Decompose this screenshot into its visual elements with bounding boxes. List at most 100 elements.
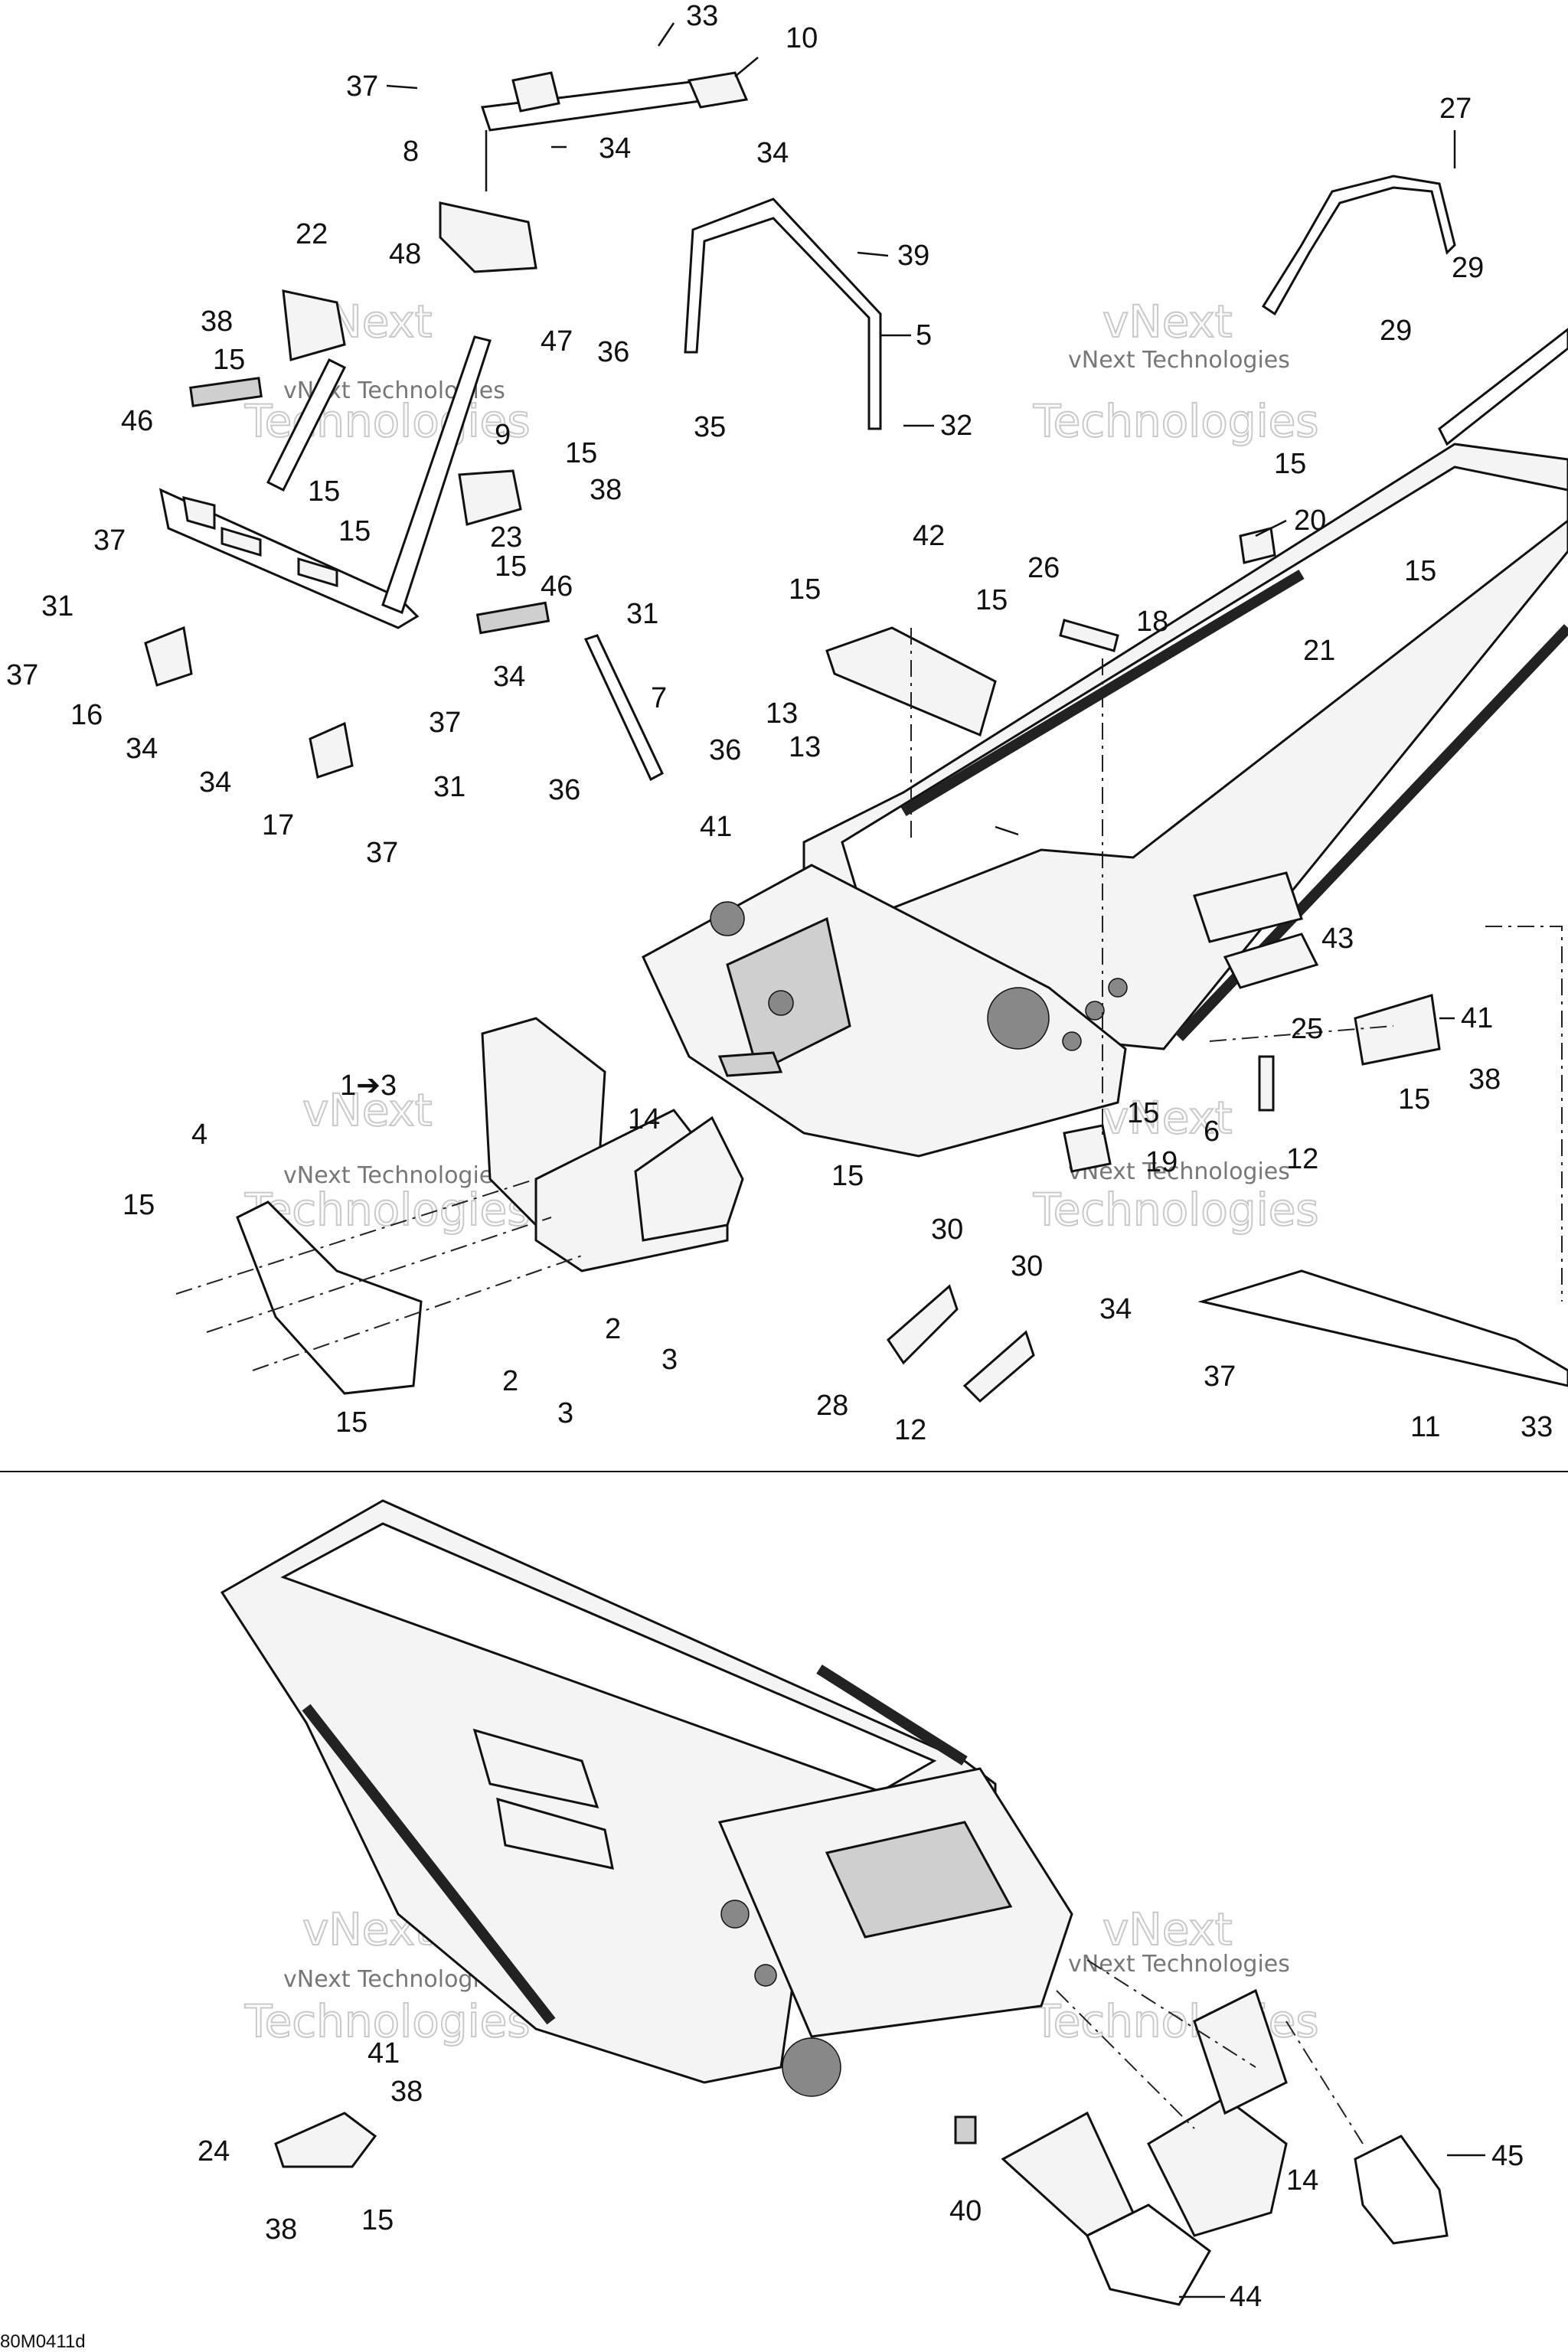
part-44-cover (1086, 2203, 1211, 2306)
callout-label: 6 (1204, 1116, 1220, 1148)
callout-label: 15 (831, 1160, 864, 1192)
watermark-word: vNext (1102, 1092, 1232, 1144)
callout-label: 34 (126, 733, 158, 765)
main-frame-bottom-view (220, 1499, 1073, 2097)
callout-label: 15 (361, 2204, 394, 2236)
callout-label: 37 (346, 70, 378, 103)
decal-46 (475, 601, 550, 635)
callout-label: 28 (816, 1390, 848, 1422)
callout-label: 37 (366, 837, 398, 869)
callout-label: 34 (599, 132, 631, 165)
callout-label: 15 (565, 437, 597, 469)
part-5-loop (684, 198, 882, 430)
callout-label: 34 (493, 661, 525, 693)
callout-label: 39 (897, 240, 929, 272)
callout-label: 36 (709, 734, 741, 766)
callout-label: 41 (700, 811, 732, 843)
callout-label: 44 (1230, 2281, 1262, 2313)
main-frame-tunnel (642, 443, 1568, 1158)
callout-label: 32 (940, 410, 972, 442)
callout-label: 31 (41, 590, 74, 622)
callout-label: 29 (1380, 315, 1412, 347)
callout-label: 7 (651, 682, 667, 714)
part-18-bracket (825, 626, 997, 737)
part-9-rear-loop (158, 289, 492, 629)
callout-label: 36 (597, 336, 629, 368)
callout-label: 14 (628, 1103, 660, 1135)
callout-label: 45 (1491, 2140, 1524, 2172)
callout-label: 15 (975, 584, 1008, 616)
callout-label: 14 (1286, 2164, 1318, 2197)
part-14-bracket-bottom (1001, 2111, 1135, 2237)
watermark-word: Technologies (1033, 395, 1319, 447)
callout-label: 2 (502, 1365, 518, 1397)
callout-label: 38 (590, 474, 622, 506)
watermark-text: vNext Technologies (1068, 347, 1290, 374)
callout-label: 2 (605, 1313, 621, 1345)
callout-label: 5 (916, 319, 932, 351)
callout-label: 15 (213, 344, 245, 376)
callout-label: 29 (1452, 252, 1484, 284)
callout-label: 41 (1461, 1002, 1493, 1034)
part-11-bar (1197, 1269, 1568, 1387)
part-8-bracket (439, 201, 537, 273)
callout-label: 38 (1468, 1063, 1501, 1096)
callout-label: 25 (1291, 1013, 1323, 1045)
part-25-footrest (1354, 994, 1441, 1066)
callout-label: 47 (541, 325, 573, 358)
callout-label: 38 (201, 305, 233, 338)
part-7-strut (583, 634, 664, 782)
watermark-text: vNext Technologies (1068, 1951, 1290, 1978)
callout-label: 15 (308, 475, 340, 508)
part-24-footrest (274, 2112, 377, 2168)
callout-label: 30 (931, 1214, 963, 1246)
part-30-runner (962, 1330, 1035, 1403)
callout-label: 13 (789, 731, 821, 763)
callout-label: 3 (662, 1344, 678, 1376)
callout-label: 43 (1321, 923, 1354, 955)
part-40-nut (954, 2115, 977, 2145)
callout-label: 12 (894, 1414, 926, 1446)
part-14-arm-bottom (1147, 2096, 1288, 2237)
callout-label: 20 (1294, 505, 1326, 537)
callout-label: 46 (541, 570, 573, 603)
callout-label: 22 (296, 218, 328, 250)
callout-label: 37 (429, 707, 461, 739)
callout-label: 30 (1011, 1250, 1043, 1282)
callout-label: 34 (1099, 1293, 1132, 1325)
part-17-bracket (309, 721, 354, 779)
diagram-code: 80M0411d (0, 2331, 86, 2352)
watermark-word: vNext (302, 1084, 432, 1136)
part-26 (1059, 619, 1119, 652)
part-19 (1063, 1124, 1112, 1173)
callout-label: 37 (6, 659, 38, 691)
callout-label: 4 (191, 1119, 207, 1151)
callout-label: 15 (1274, 448, 1306, 480)
assembly-lines (175, 628, 1563, 1371)
watermark-word: vNext (1102, 296, 1232, 348)
callout-label: 35 (694, 411, 726, 443)
callout-label: 15 (495, 550, 527, 583)
callout-label: 37 (93, 524, 126, 557)
callout-label: 31 (433, 771, 466, 803)
part-16-bracket (144, 626, 193, 687)
callout-label: 41 (368, 2037, 400, 2069)
callout-label: 36 (548, 774, 580, 806)
callout-labels: 33 10 37 34 8 22 48 38 15 47 46 9 15 38 … (6, 0, 1553, 1446)
part-27-rear-rack (1261, 175, 1568, 446)
callout-label: 17 (262, 809, 294, 841)
callout-label: 42 (913, 520, 945, 552)
callout-label: 12 (1286, 1143, 1318, 1175)
leader-lines (386, 22, 1485, 2298)
callout-label: 21 (1303, 635, 1335, 667)
callout-label: 40 (949, 2195, 982, 2227)
assembly-lines-bottom (1056, 1959, 1364, 2145)
part-30-runner (887, 1284, 959, 1365)
watermark-word: vNext (1102, 1903, 1232, 1955)
callout-label: 11 (1410, 1411, 1440, 1443)
callout-label: 15 (1404, 555, 1436, 587)
callout-labels-bottom: 41 38 24 38 15 40 14 45 44 80M0411d (0, 2037, 1524, 2352)
watermark-group: vNext Technologies vNext Technologies vN… (243, 295, 1320, 2048)
part-6 (1258, 1055, 1275, 1112)
